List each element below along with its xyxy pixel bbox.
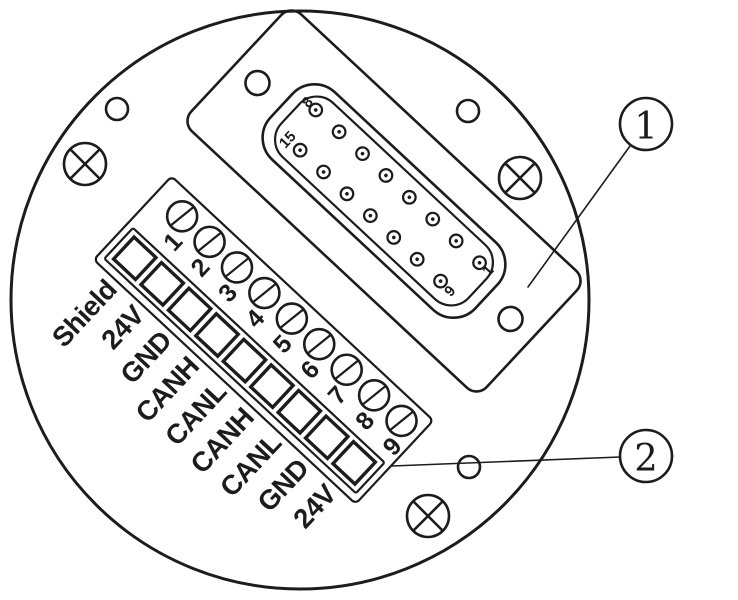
callout-1: 1 xyxy=(527,96,674,288)
dsub-pin xyxy=(339,186,355,202)
dsub-pin xyxy=(433,273,448,289)
dsub-pin xyxy=(425,211,441,227)
dsub-pin xyxy=(362,208,378,224)
device-end-cap-outline xyxy=(9,9,591,591)
plate-mounting-hole xyxy=(244,69,271,97)
terminal-block-outline xyxy=(94,177,433,503)
terminal-screw-icon xyxy=(275,302,309,335)
terminal-opening xyxy=(193,311,241,359)
screw-head-circle xyxy=(405,493,451,539)
dsub-shell-inner xyxy=(273,95,495,307)
screw-slot-line xyxy=(69,148,101,180)
callout-2: 2 xyxy=(391,428,674,484)
terminal-screw-icon xyxy=(248,276,281,310)
callout-2-leader-line xyxy=(391,456,621,467)
screw-head-circle xyxy=(62,141,108,187)
dsub-pin-row-top xyxy=(308,102,487,271)
terminal-screw-icon xyxy=(302,327,336,361)
dsub-pin xyxy=(308,102,324,118)
terminal-opening xyxy=(111,234,159,282)
dsub-pin xyxy=(401,189,417,205)
dsub-pin xyxy=(316,164,331,180)
terminal-opening xyxy=(220,336,269,385)
callout-2-label: 2 xyxy=(634,437,658,480)
terminal-opening xyxy=(303,413,351,461)
callout-1-label: 1 xyxy=(634,105,658,148)
terminal-screw-icon xyxy=(385,404,418,438)
terminal-opening xyxy=(330,439,378,487)
cap-screw-right-icon xyxy=(497,155,543,201)
terminal-row-outline xyxy=(104,227,385,494)
plate-mounting-hole xyxy=(497,305,524,333)
screw-slot-line xyxy=(504,162,536,194)
dsub-shell-outer xyxy=(261,82,507,320)
screw-head-circle xyxy=(497,155,543,201)
terminal-screw-row xyxy=(165,199,418,438)
dsub-pin xyxy=(378,168,394,183)
cap-screw-top-left-icon xyxy=(62,141,108,187)
dsub-pin xyxy=(355,146,370,162)
dsub-pin xyxy=(409,251,425,267)
terminal-screw-icon xyxy=(357,379,391,412)
cap-hole-bottom xyxy=(456,454,482,480)
terminal-screw-icon xyxy=(330,353,363,387)
callout-2-circle xyxy=(618,428,674,484)
terminal-opening xyxy=(275,388,323,436)
dsub-pin xyxy=(472,255,487,271)
dsub-pin xyxy=(448,233,464,249)
terminal-screw-icon xyxy=(193,225,226,259)
dsub-pin xyxy=(292,142,308,158)
plate-outline xyxy=(186,9,582,393)
terminal-opening-row xyxy=(111,234,378,487)
dsub-pin xyxy=(386,230,402,245)
cap-hole-right xyxy=(455,98,481,124)
callout-1-circle xyxy=(618,96,674,152)
cap-hole-top-left xyxy=(104,96,130,122)
cap-screw-bottom-icon xyxy=(405,493,451,539)
terminal-screw-icon xyxy=(220,251,254,284)
callout-1-leader-line xyxy=(527,145,631,288)
dsub-pin xyxy=(331,124,347,140)
screw-slot-line xyxy=(412,500,444,532)
terminal-opening xyxy=(138,260,186,308)
terminal-opening xyxy=(248,362,296,410)
terminal-screw-icon xyxy=(165,199,199,233)
dsub-pin-row-bottom xyxy=(292,142,448,289)
terminal-opening xyxy=(166,285,214,334)
